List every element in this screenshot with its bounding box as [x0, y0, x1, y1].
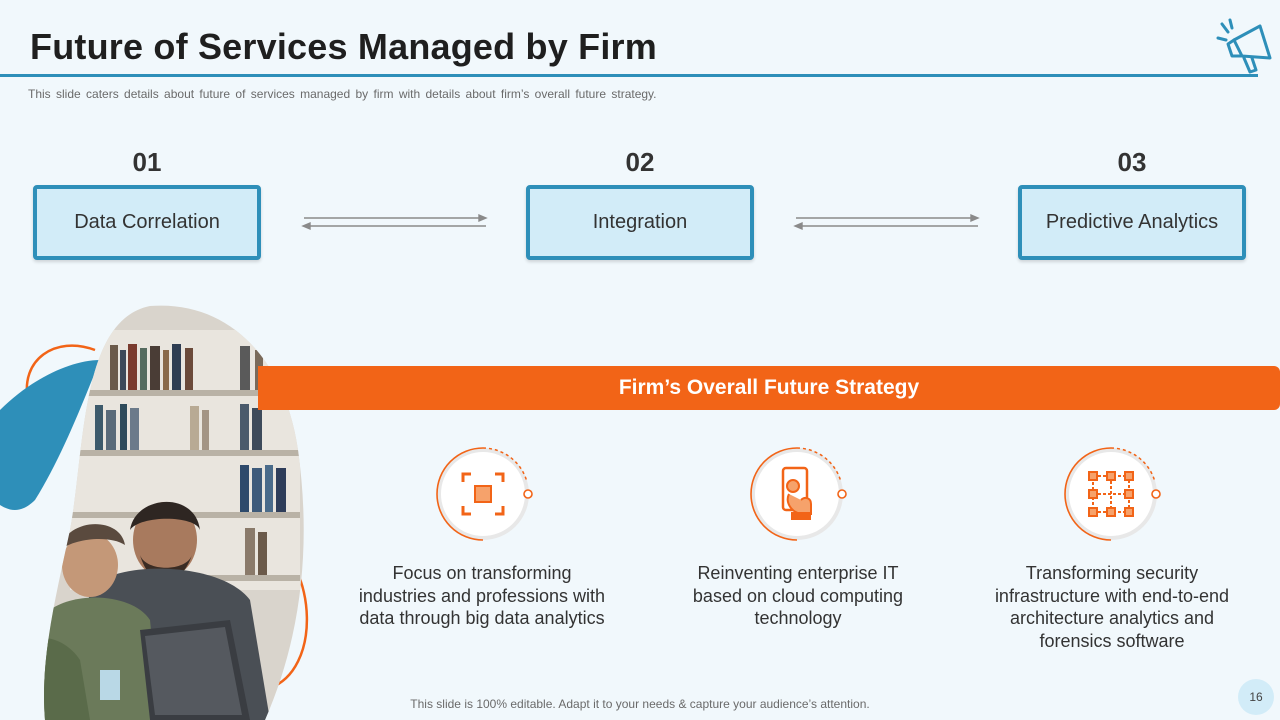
mobile-cloud-icon [750, 447, 847, 541]
page-number: 16 [1249, 690, 1263, 704]
strategy-item-text-1: Focus on transforming industries and pro… [358, 563, 606, 628]
step-box-data-correlation: Data Correlation [33, 185, 261, 260]
title-underline [0, 74, 1258, 77]
strategy-heading: Firm’s Overall Future Strategy [618, 376, 920, 399]
footer-note: This slide is 100% editable. Adapt it to… [410, 697, 870, 711]
slide-description: This slide caters details about future o… [28, 87, 657, 101]
focus-target-icon [436, 447, 533, 541]
step-box-predictive-analytics: Predictive Analytics [1018, 185, 1246, 260]
step-box-integration: Integration [526, 185, 754, 260]
step-number-01: 01 [132, 147, 162, 177]
page-title: Future of Services Managed by Firm [30, 26, 657, 67]
page-number-badge: 16 [1238, 679, 1274, 715]
step-number-03: 03 [1117, 147, 1147, 177]
bidirectional-arrow-icon [301, 213, 488, 231]
bidirectional-arrow-icon [793, 213, 980, 231]
strategy-heading-bar: Firm’s Overall Future Strategy [258, 366, 1280, 410]
megaphone-icon [1216, 18, 1272, 74]
step-number-02: 02 [625, 147, 655, 177]
strategy-item-text-2: Reinventing enterprise IT based on cloud… [692, 563, 904, 628]
team-photo-illustration [0, 305, 309, 720]
strategy-item-text-3: Transforming security infrastructure wit… [994, 563, 1230, 651]
network-grid-icon [1064, 447, 1161, 541]
